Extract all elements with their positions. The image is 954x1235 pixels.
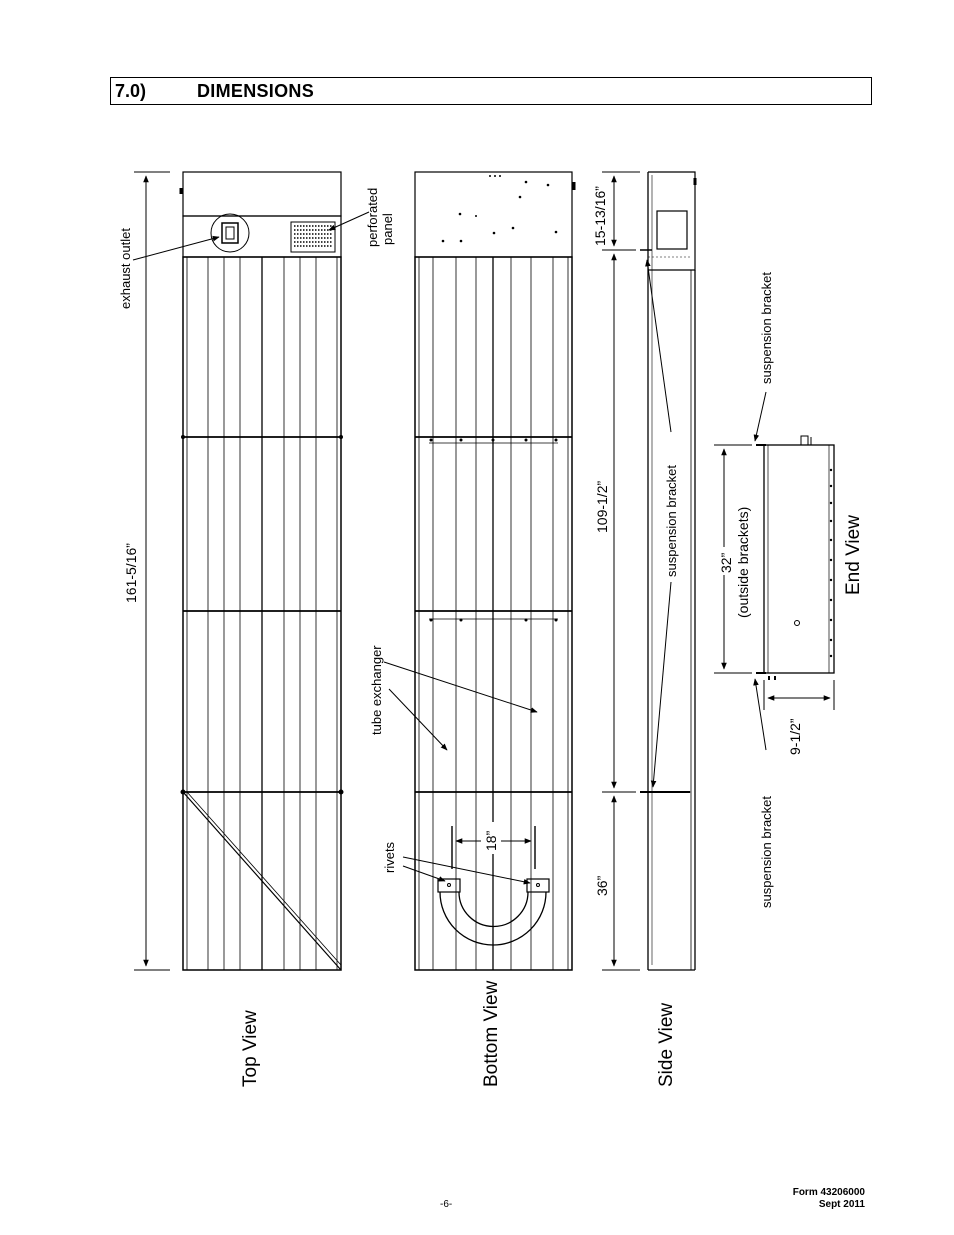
- section-number: 7.0): [115, 81, 147, 101]
- section-title: DIMENSIONS: [197, 81, 315, 101]
- rivets-label: rivets: [382, 841, 397, 873]
- form-date: Sept 2011: [818, 1199, 865, 1210]
- exhaust-outlet-leader: [132, 235, 220, 261]
- bracket-to-end-label: 36”: [594, 875, 610, 896]
- end-view: [756, 435, 835, 680]
- side-bracket-leader-bottom: [650, 581, 672, 788]
- end-dimensions: [714, 444, 835, 710]
- perforated-panel-leader: [328, 211, 370, 231]
- rivets-leader-1: [402, 856, 531, 885]
- end-suspension-bracket-label-bottom: suspension bracket: [759, 796, 774, 908]
- height-label: 9-1/2”: [787, 718, 803, 755]
- side-view: [640, 171, 697, 971]
- end-to-bracket-label: 15-13/16”: [592, 186, 608, 246]
- rivet-spacing-label: 18”: [483, 830, 499, 851]
- bracket-spacing-label: 109-1/2”: [594, 481, 610, 533]
- top-view-title: Top View: [240, 1010, 261, 1087]
- tube-exchanger-leader-1: [383, 661, 538, 713]
- side-dimensions: [602, 171, 640, 971]
- side-suspension-bracket-label: suspension bracket: [664, 465, 679, 577]
- rivets-leader-2: [402, 865, 446, 882]
- form-number: Form 43206000: [792, 1187, 865, 1198]
- perforated-label: perforated: [365, 188, 380, 247]
- end-bracket-leader-top: [753, 391, 767, 442]
- tube-exchanger-label: tube exchanger: [369, 645, 384, 735]
- side-bracket-leader-top: [645, 259, 672, 433]
- tube-exchanger-leader-2: [388, 688, 448, 751]
- top-view: [179, 171, 344, 971]
- section-header: 7.0) DIMENSIONS: [110, 77, 872, 105]
- bottom-view-title: Bottom View: [481, 980, 502, 1087]
- exhaust-outlet-label: exhaust outlet: [118, 228, 133, 309]
- end-view-title: End View: [843, 515, 864, 595]
- width-outside-brackets-label: 32”: [718, 552, 734, 573]
- end-suspension-bracket-label-top: suspension bracket: [759, 272, 774, 384]
- side-view-title: Side View: [656, 1003, 677, 1087]
- overall-length-label: 161-5/16”: [123, 543, 139, 603]
- outside-brackets-label: (outside brackets): [735, 507, 751, 618]
- end-bracket-leader-bottom: [753, 678, 767, 751]
- page-number: -6-: [440, 1199, 453, 1210]
- overall-length-dimension: [134, 171, 170, 971]
- form-info: Form 43206000 Sept 2011: [793, 1187, 865, 1211]
- panel-label: panel: [380, 213, 395, 245]
